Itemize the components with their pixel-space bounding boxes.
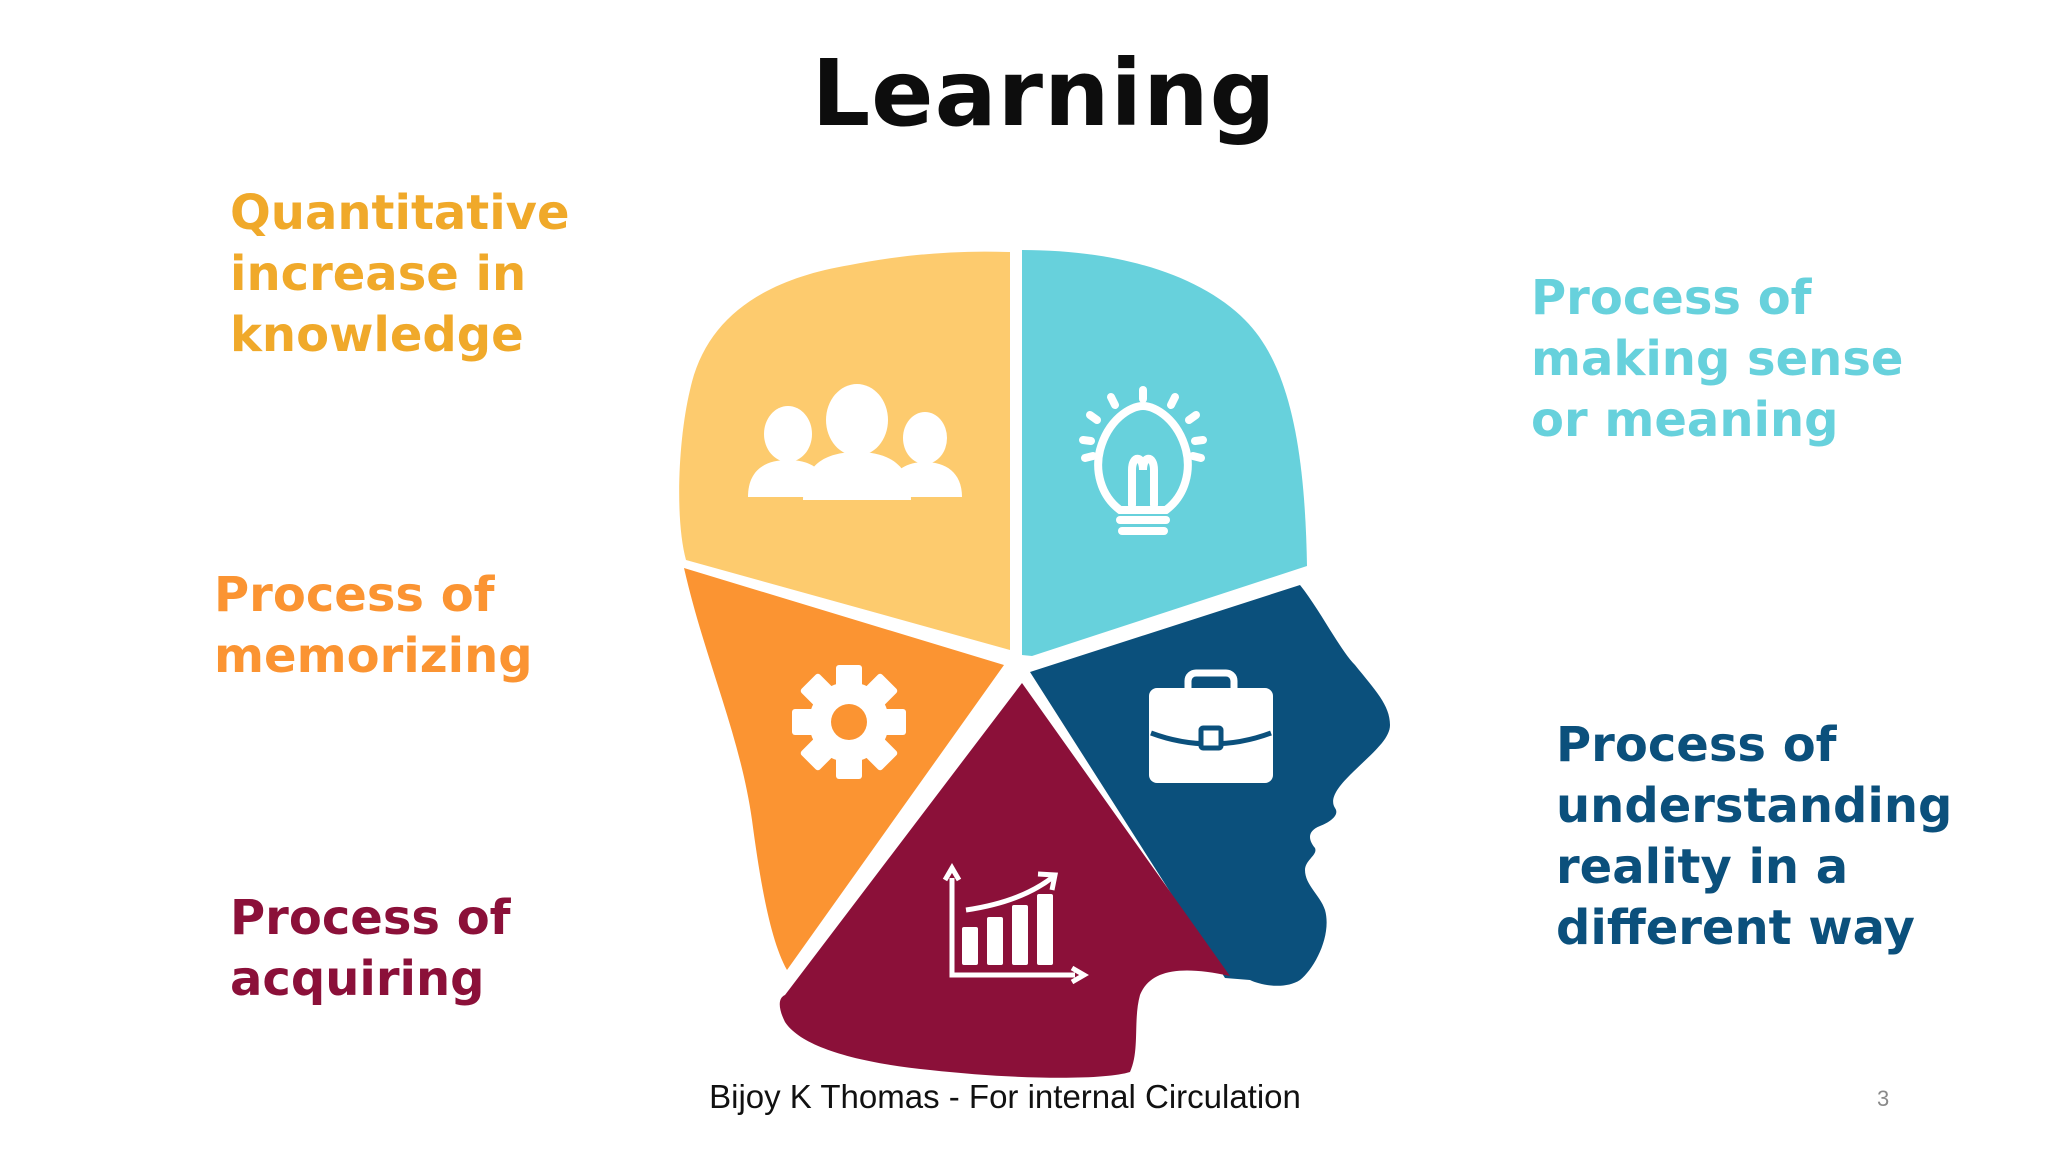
label-understanding: Process of understanding reality in a di… (1556, 715, 1952, 959)
label-line: Quantitative (230, 185, 570, 241)
label-line: Process of (230, 890, 511, 946)
label-sense: Process of making sense or meaning (1531, 268, 1903, 451)
label-quantitative: Quantitative increase in knowledge (230, 183, 570, 366)
label-line: knowledge (230, 307, 524, 363)
briefcase-icon (1149, 669, 1273, 783)
segment-acquiring (779, 683, 1230, 1078)
growth-chart-icon (942, 863, 1089, 985)
label-line: making sense (1531, 331, 1904, 387)
label-line: acquiring (230, 951, 485, 1007)
label-line: different way (1556, 900, 1915, 956)
slide-title: Learning (811, 40, 1277, 147)
label-line: Process of (1531, 270, 1812, 326)
label-line: memorizing (214, 628, 533, 684)
label-line: reality in a (1556, 839, 1849, 895)
people-icon (748, 384, 962, 500)
label-memorizing: Process of memorizing (214, 565, 533, 687)
page-number: 3 (1877, 1086, 1890, 1111)
label-line: or meaning (1531, 392, 1839, 448)
lightbulb-icon (1079, 386, 1207, 535)
label-line: increase in (230, 246, 527, 302)
footer-text: Bijoy K Thomas - For internal Circulatio… (709, 1078, 1301, 1115)
segment-understanding (1030, 585, 1390, 986)
label-acquiring: Process of acquiring (230, 888, 511, 1010)
label-line: Process of (1556, 717, 1837, 773)
label-line: Process of (214, 567, 495, 623)
label-line: understanding (1556, 778, 1953, 834)
gear-icon (792, 665, 906, 779)
segment-sense (1022, 250, 1307, 656)
